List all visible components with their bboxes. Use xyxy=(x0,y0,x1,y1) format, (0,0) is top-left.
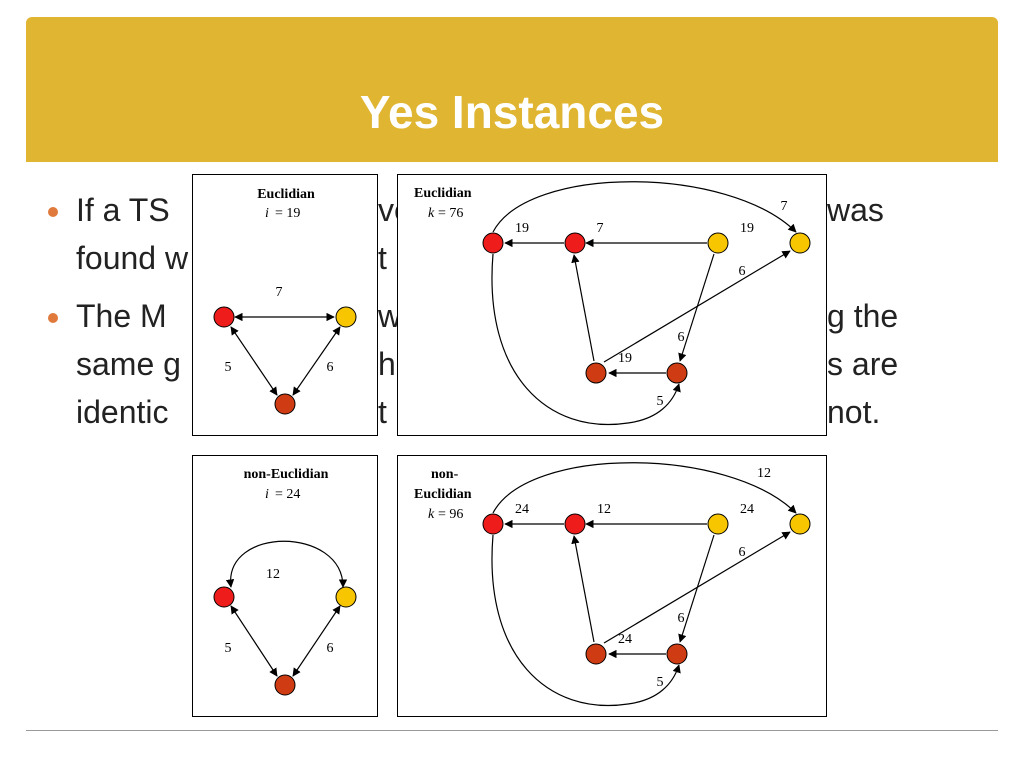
panel-param-value: = 76 xyxy=(438,206,463,221)
edge-label: 5 xyxy=(657,675,664,690)
bullet-2-line-3: identic xyxy=(76,394,169,430)
graph-node-red xyxy=(213,306,235,328)
edge-label: 6 xyxy=(678,611,685,626)
edge-a-c xyxy=(230,326,278,396)
panel-param-value: = 19 xyxy=(275,206,300,221)
panel-title: Euclidian xyxy=(257,187,315,202)
panel-title: non-Euclidian xyxy=(244,467,329,482)
edge-y1-d2 xyxy=(678,253,715,362)
edge-label: 6 xyxy=(739,545,746,560)
graph-node-dark xyxy=(666,362,688,384)
bullet-2-fragment-g-the: g the xyxy=(827,298,899,334)
edge-d1-r2 xyxy=(571,254,595,362)
bullet-1-fragment-t: t xyxy=(378,240,387,276)
bullet-2-fragment-s-are: s are xyxy=(827,346,899,382)
edge-top-arc xyxy=(492,181,797,233)
bullet-2-line-1: The M xyxy=(76,298,167,334)
edge-d1-y2 xyxy=(603,250,791,363)
edge-label: 12 xyxy=(757,466,771,481)
panel-param-name: k xyxy=(428,507,435,522)
triangle-graph-non-euclidian: non-Euclidian i = 24 12 5 6 xyxy=(213,467,357,696)
edge-label: 7 xyxy=(781,199,788,214)
edge-label: 7 xyxy=(597,221,604,236)
edge-label: 5 xyxy=(225,641,232,656)
panel-param-value: = 24 xyxy=(275,487,300,502)
edge-label: 24 xyxy=(618,632,632,647)
graph-node-dark xyxy=(274,393,296,415)
edge-d1-r2 xyxy=(571,535,595,643)
bullet-2-fragment-w: w xyxy=(378,298,402,334)
panel-non-euclidian-triangle: non-Euclidian i = 24 12 5 6 xyxy=(192,455,378,717)
graph-node-red xyxy=(564,513,586,535)
graph-node-dark xyxy=(585,643,607,665)
bullet-2-fragment-not: not. xyxy=(827,394,881,430)
panel-title: Euclidian xyxy=(414,186,472,201)
edge-b-c xyxy=(292,326,341,396)
graph-node-yellow xyxy=(789,513,811,535)
bullet-marker-1 xyxy=(48,207,58,217)
panel-param-value: = 96 xyxy=(438,507,463,522)
edge-label: 6 xyxy=(327,360,334,375)
bullet-2-fragment-t2: t xyxy=(378,394,387,430)
edge-y1-d2 xyxy=(678,534,715,643)
edge-b-c xyxy=(292,605,341,677)
graph-node-yellow xyxy=(335,586,357,608)
panel-param-name: i xyxy=(265,487,269,502)
edge-label: 12 xyxy=(266,567,280,582)
panel-euclidian-tour: Euclidian k = 76 19 7 19 7 6 6 19 5 xyxy=(397,174,827,436)
panel-title-line-1: non- xyxy=(431,467,459,482)
graph-node-yellow xyxy=(335,306,357,328)
tour-graph-non-euclidian: non- Euclidian k = 96 24 12 24 12 6 6 24… xyxy=(414,462,811,706)
graph-node-yellow xyxy=(707,513,729,535)
bullet-1-fragment-was: was xyxy=(827,192,884,228)
bottom-divider xyxy=(26,730,998,731)
graph-node-yellow xyxy=(707,232,729,254)
edge-label: 6 xyxy=(739,264,746,279)
graph-node-dark xyxy=(585,362,607,384)
graph-node-red xyxy=(564,232,586,254)
edge-label: 24 xyxy=(740,502,754,517)
graph-node-red xyxy=(482,232,504,254)
graph-node-yellow xyxy=(789,232,811,254)
edge-a-b xyxy=(225,540,348,588)
slide-title: Yes Instances xyxy=(359,86,665,138)
graph-node-red xyxy=(213,586,235,608)
graph-node-dark xyxy=(274,674,296,696)
edge-bottom-arc xyxy=(491,253,681,425)
tour-graph-euclidian: Euclidian k = 76 19 7 19 7 6 6 19 5 xyxy=(414,181,811,425)
edge-label: 12 xyxy=(597,502,611,517)
edge-a-c xyxy=(230,605,278,677)
edge-label: 5 xyxy=(657,394,664,409)
bullet-2-line-2: same g xyxy=(76,346,181,382)
edge-label: 5 xyxy=(225,360,232,375)
panel-param-name: i xyxy=(265,206,269,221)
title-bar: Yes Instances xyxy=(26,17,998,162)
panel-param-name: k xyxy=(428,206,435,221)
graph-node-red xyxy=(482,513,504,535)
triangle-graph-euclidian: Euclidian i = 19 7 5 6 xyxy=(213,187,357,415)
bullet-1-line-1: If a TS xyxy=(76,192,170,228)
edge-bottom-arc xyxy=(491,534,681,706)
edge-label: 19 xyxy=(740,221,754,236)
edge-label: 19 xyxy=(515,221,529,236)
edge-top-arc xyxy=(492,462,797,514)
edge-d1-y2 xyxy=(603,531,791,644)
panel-non-euclidian-tour: non- Euclidian k = 96 24 12 24 12 6 6 24… xyxy=(397,455,827,717)
edge-label: 24 xyxy=(515,502,529,517)
edge-label: 6 xyxy=(327,641,334,656)
edge-label: 7 xyxy=(276,285,283,300)
edge-label: 19 xyxy=(618,351,632,366)
edge-label: 6 xyxy=(678,330,685,345)
bullet-marker-2 xyxy=(48,313,58,323)
panel-title-line-2: Euclidian xyxy=(414,487,472,502)
bullet-1-line-2: found w xyxy=(76,240,189,276)
graph-node-dark xyxy=(666,643,688,665)
panel-euclidian-triangle: Euclidian i = 19 7 5 6 xyxy=(192,174,378,436)
